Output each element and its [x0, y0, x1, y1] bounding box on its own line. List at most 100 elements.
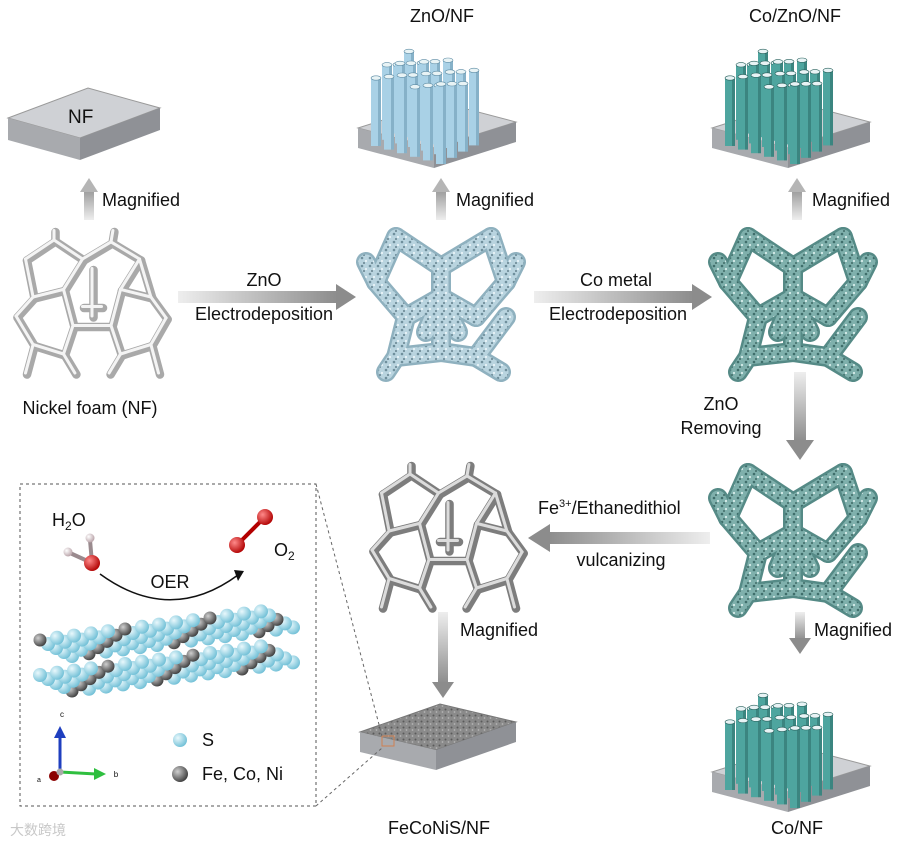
co-step-line2: Electrodeposition	[548, 304, 688, 324]
nanorod	[801, 83, 811, 158]
legend-s-swatch	[173, 733, 187, 747]
nanorod	[777, 729, 787, 805]
axis-b-label: b	[113, 770, 119, 779]
arrow-zno-removing	[786, 372, 814, 460]
vulcanizing-label: vulcanizing	[576, 550, 666, 570]
nanorod	[371, 78, 381, 146]
zoom-connector-top	[315, 483, 383, 737]
watermark: 大数跨境	[10, 822, 66, 838]
arrow-co-electrodeposition	[534, 284, 712, 310]
oer-reaction-arrow	[99, 573, 239, 601]
nanorod	[823, 714, 833, 790]
sulfur-atom	[84, 661, 98, 676]
reagent-ethanedithiol: /Ethanedithiol	[571, 498, 681, 518]
sulfur-atom	[237, 641, 251, 656]
sulfur-atom	[50, 665, 64, 680]
sulfur-atom	[101, 624, 115, 639]
sulfur-atom	[50, 630, 64, 645]
nf-block	[6, 87, 162, 160]
nickel-foam-caption: Nickel foam (NF)	[22, 398, 158, 418]
zno-magnified-label: Magnified	[456, 190, 535, 210]
nickel-foam-skeleton	[13, 227, 172, 379]
vulcanizing-reagent-label: Fe3+/Ethanedithiol	[538, 494, 681, 518]
arrow-vulcanizing	[528, 524, 710, 552]
metal-atom	[101, 659, 115, 673]
co-zno-foam-structure	[708, 227, 878, 382]
sulfur-atom	[67, 628, 81, 643]
oer-label: OER	[150, 572, 190, 592]
nanorod	[812, 83, 822, 152]
nanorod	[436, 84, 446, 164]
nanorod	[764, 730, 774, 801]
metal-atom	[33, 633, 47, 647]
arrow-zno-magnified	[432, 178, 450, 220]
sulfur-atom	[67, 663, 81, 678]
reactant-h: H	[52, 510, 65, 530]
arrow-co-nf-magnified	[789, 612, 811, 654]
oxygen-molecule	[229, 509, 273, 553]
axis-a-label: a	[37, 777, 41, 784]
feconis-foam-skeleton	[369, 461, 528, 613]
zno-foam-structure	[356, 227, 526, 382]
nanorod	[458, 83, 468, 152]
sulfur-atom	[135, 619, 149, 634]
inset-panel	[19, 483, 383, 807]
product-o: O	[274, 540, 289, 560]
nanorod	[469, 70, 479, 146]
arrow-nf-magnified	[80, 178, 98, 220]
metal-atom	[118, 622, 132, 636]
co-foam-structure	[708, 463, 878, 618]
sulfur-atom	[254, 639, 268, 654]
legend-s-label: S	[202, 730, 215, 750]
sulfur-atom	[220, 643, 234, 658]
nanorod	[725, 722, 735, 790]
product-o-count: 2	[288, 549, 295, 563]
zno-step-line2: Electrodeposition	[194, 304, 334, 324]
arrow-zno-electrodeposition	[178, 284, 356, 310]
nanorod	[738, 720, 748, 794]
nanorod	[397, 75, 407, 154]
co-zno-magnified-label: Magnified	[812, 190, 891, 210]
feconis-nf-title: FeCoNiS/NF	[387, 818, 490, 838]
sulfur-atom	[169, 615, 183, 630]
nanorod	[801, 727, 811, 802]
metal-atom	[186, 648, 200, 662]
crystal-structure	[33, 604, 300, 698]
sulfur-atom	[237, 606, 251, 621]
nanorod	[751, 719, 761, 798]
nanorod	[738, 76, 748, 150]
nanorod	[384, 76, 394, 150]
crystal-axes	[49, 726, 106, 781]
nanorod	[447, 83, 457, 158]
nanorod	[764, 86, 774, 157]
zno-nf-rod-array	[356, 48, 518, 168]
nanorod	[790, 84, 800, 164]
metal-atom	[203, 611, 217, 625]
nanorod	[410, 86, 420, 157]
reactant-label: H2O	[52, 510, 86, 536]
sulfur-atom	[152, 652, 166, 667]
reagent-fe-charge: 3+	[559, 498, 572, 510]
product-label: O2	[274, 540, 295, 566]
co-nf-title: Co/NF	[770, 818, 823, 838]
zoom-region-marker	[381, 735, 395, 747]
nanorod	[423, 85, 433, 161]
axis-c-label: c	[60, 710, 64, 719]
co-nf-magnified-label: Magnified	[814, 620, 893, 640]
legend-metal-swatch	[172, 766, 188, 782]
co-step-line1: Co metal	[579, 270, 653, 290]
sulfur-atom	[152, 617, 166, 632]
sulfur-atom	[84, 626, 98, 641]
nanorod	[812, 727, 822, 796]
sulfur-atom	[135, 654, 149, 669]
reactant-o: O	[71, 510, 86, 530]
arrow-feconis-magnified	[432, 612, 454, 698]
zoom-connector-bottom	[315, 747, 383, 807]
arrow-co-zno-magnified	[788, 178, 806, 220]
nanorod	[823, 70, 833, 146]
feconis-nf-block	[358, 703, 518, 770]
nanorod	[790, 728, 800, 808]
nf-magnified-label: Magnified	[102, 190, 181, 210]
